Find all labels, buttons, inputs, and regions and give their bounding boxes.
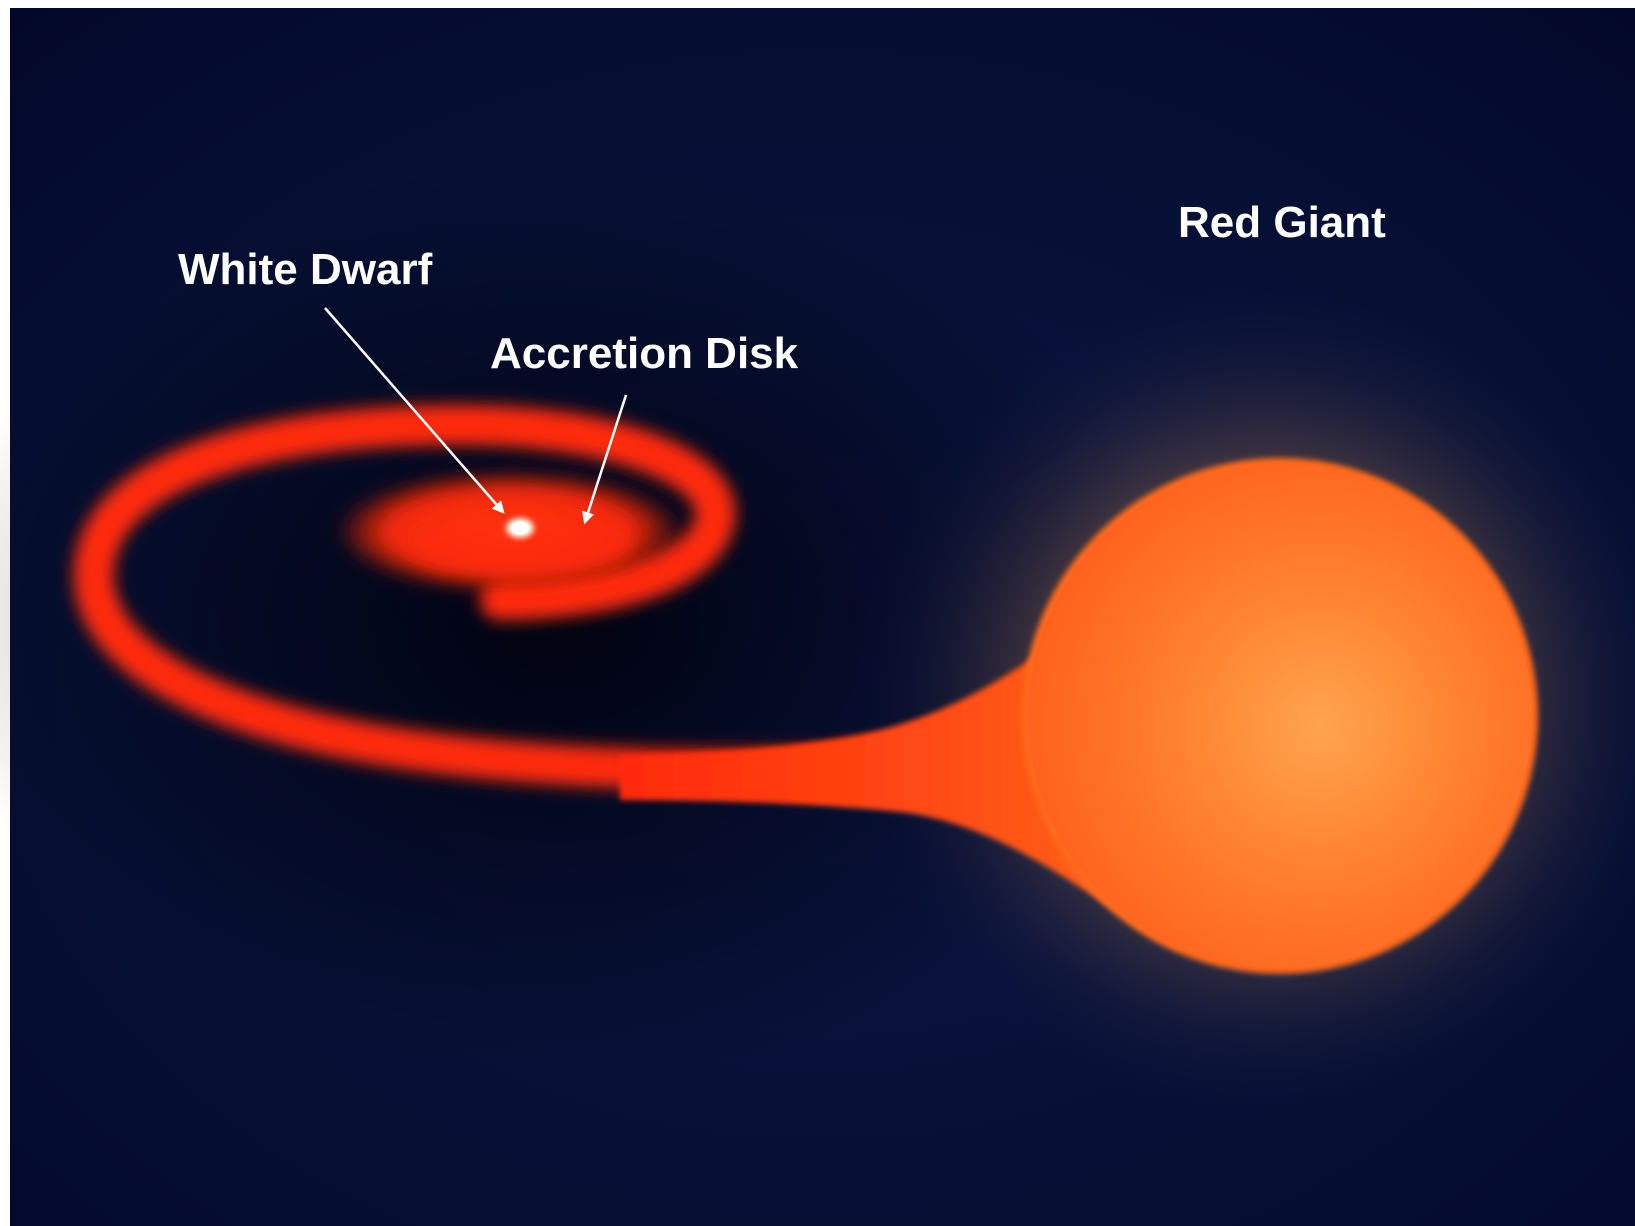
white-dwarf-core [511, 521, 529, 535]
accretion-disk-label: Accretion Disk [490, 329, 799, 378]
accretion-disk-dark-gap [410, 515, 630, 575]
accretion-disk-outer-ring [73, 404, 1000, 790]
white-dwarf-label: White Dwarf [178, 245, 433, 294]
white-dwarf-arrow [324, 307, 505, 514]
accretion-disk-arrow [582, 394, 628, 525]
red-giant-label: Red Giant [1178, 198, 1386, 247]
red-giant-star [1022, 458, 1538, 974]
